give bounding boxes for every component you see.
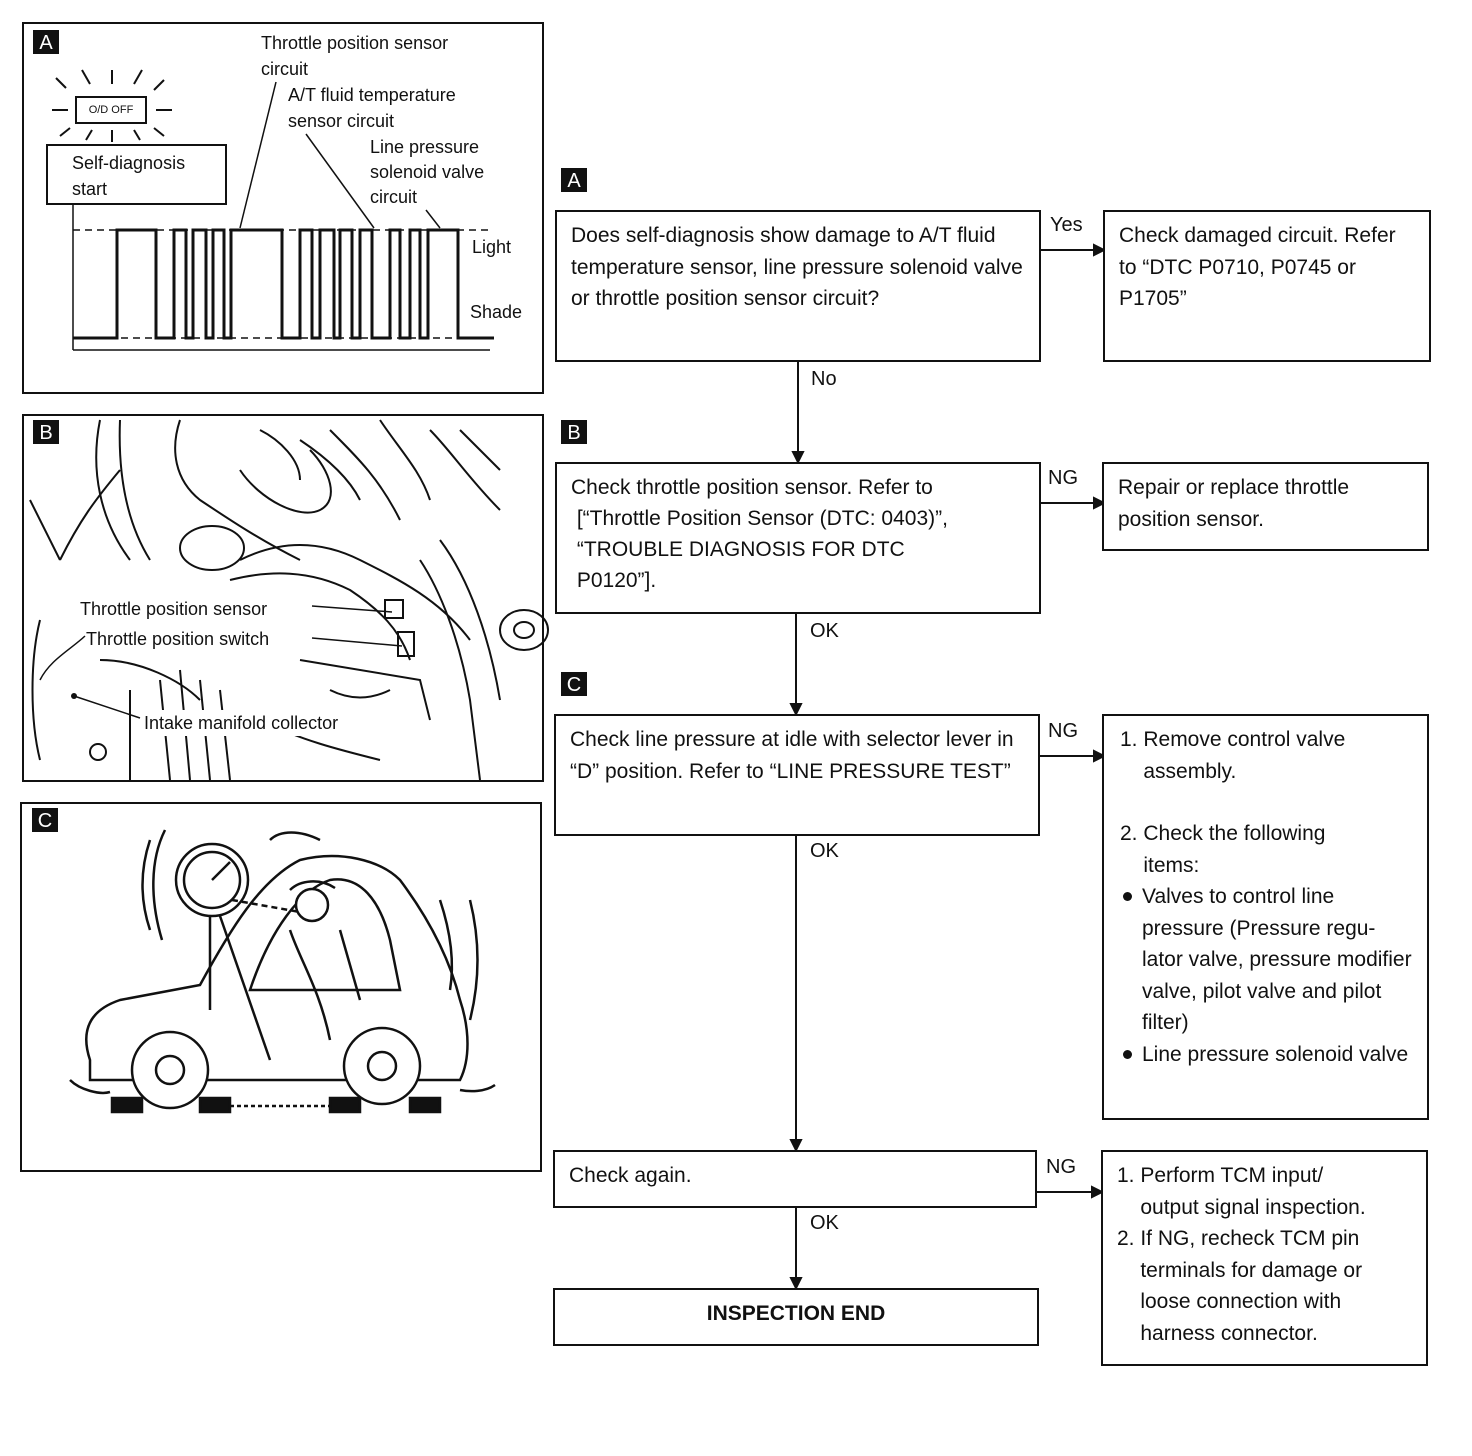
step-a-yes-label: Yes — [1050, 214, 1083, 236]
bullet-icon — [1123, 892, 1132, 901]
step-c-ng-step1: 1. Remove control valve assembly. — [1120, 728, 1346, 783]
flow-tag-b: B — [561, 420, 587, 444]
callout-atf-temperature-sensor-circuit: A/T fluid temperature sensor circuit — [288, 85, 456, 131]
label-throttle-position-switch: Throttle position switch — [86, 626, 270, 652]
step-a-yes-action: Check damaged circuit. Refer to “DTC P07… — [1103, 210, 1431, 362]
flow-tag-a: A — [561, 168, 587, 192]
step-c-ng-step2: 2. Check the following items: — [1120, 822, 1326, 877]
step-b-ng-label: NG — [1048, 467, 1078, 489]
label-intake-manifold-collector: Intake manifold collector — [144, 710, 339, 736]
step-c-ng-bullet2: Line pressure solenoid valve — [1142, 1042, 1409, 1066]
step-d-ok-label: OK — [810, 1212, 839, 1234]
step-c-ng-label: NG — [1048, 720, 1078, 742]
callout-throttle-position-sensor-circuit: Throttle position sensor circuit — [261, 33, 449, 79]
od-off-label: O/D OFF — [88, 104, 134, 116]
step-b-question: Check throttle position sensor. Refer to… — [555, 462, 1041, 614]
step-b-ng-action: Repair or replace throttle position sens… — [1102, 462, 1429, 551]
self-diagnosis-start-label: Self-diagnosis start — [72, 153, 186, 199]
step-a-no-label: No — [811, 368, 837, 390]
label-throttle-position-sensor: Throttle position sensor — [80, 596, 268, 622]
step-a-question: Does self-diagnosis show damage to A/T f… — [555, 210, 1041, 362]
flow-tag-c: C — [561, 672, 587, 696]
panel-b-tag: B — [33, 420, 59, 444]
light-level-label: Light — [472, 237, 512, 257]
panel-c-line-pressure-illustration — [20, 802, 542, 1172]
step-c-ng-action: 1. Remove control valve assembly. 2. Che… — [1102, 714, 1429, 1120]
self-diagnosis-start-box — [46, 144, 227, 205]
step-b-ok-label: OK — [810, 620, 839, 642]
step-d-ng-label: NG — [1046, 1156, 1076, 1178]
step-d-ng-step2: 2. If NG, recheck TCM pin terminals for … — [1117, 1227, 1363, 1345]
step-c-question: Check line pressure at idle with selecto… — [554, 714, 1040, 836]
lamp-rays-icon — [52, 69, 172, 142]
step-c-ng-bullet1: Valves to control line pressure (Pressur… — [1142, 885, 1412, 1034]
self-diagnosis-waveform — [73, 228, 494, 340]
panel-c-tag: C — [32, 808, 58, 832]
bullet-icon — [1123, 1049, 1132, 1059]
inspection-end-box: INSPECTION END — [553, 1288, 1039, 1346]
od-off-indicator-icon — [75, 96, 147, 124]
step-d-check-again: Check again. — [553, 1150, 1037, 1208]
step-c-ok-label: OK — [810, 840, 839, 862]
shade-level-label: Shade — [470, 302, 523, 322]
step-d-ng-action: 1. Perform TCM input/ output signal insp… — [1101, 1150, 1428, 1366]
step-d-ng-step1: 1. Perform TCM input/ output signal insp… — [1117, 1164, 1366, 1219]
panel-a-tag: A — [33, 30, 59, 54]
callout-line-pressure-solenoid-circuit: Line pressure solenoid valve circuit — [370, 137, 485, 207]
